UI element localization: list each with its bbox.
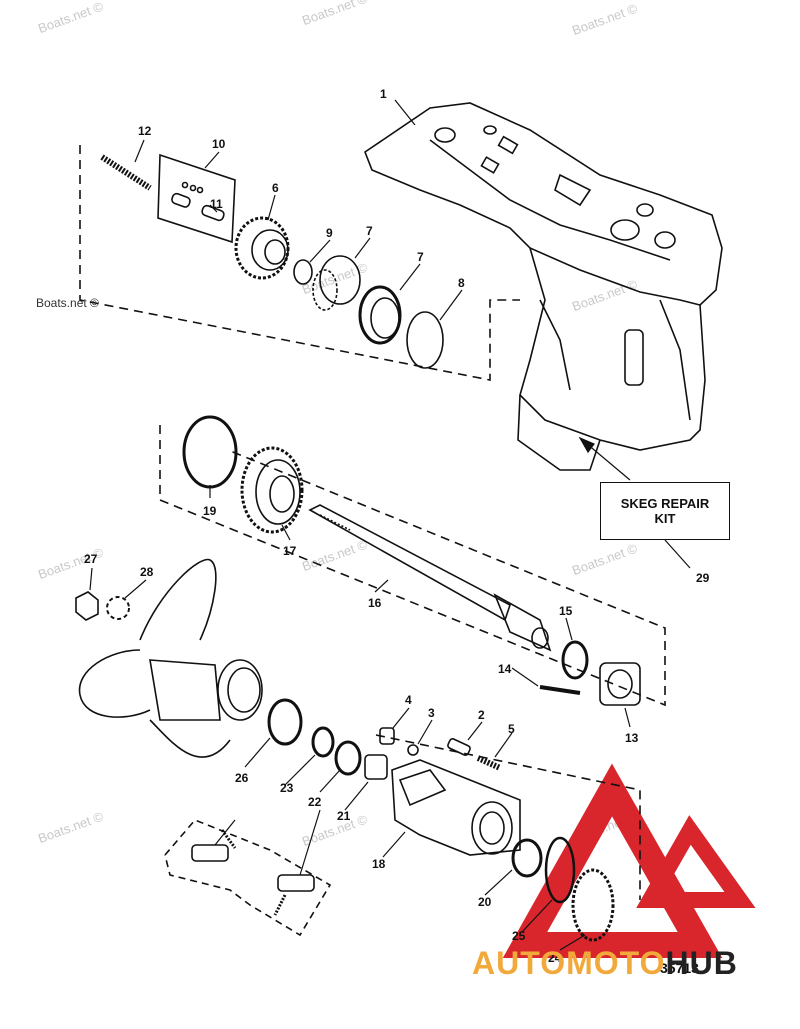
- callout: 28: [140, 565, 154, 579]
- part-clutch-13: [599, 662, 641, 706]
- part-spring-5: [476, 755, 502, 771]
- callout: 9: [326, 226, 333, 240]
- callout: 11: [210, 197, 223, 211]
- part-bearing-20: [511, 838, 543, 878]
- figure-number: 35713: [660, 960, 699, 976]
- callout: 23: [280, 781, 294, 795]
- callout: 19: [203, 504, 217, 518]
- part-gear-6: [234, 216, 290, 280]
- callout: 24: [548, 951, 562, 965]
- skeg-label-line1: SKEG REPAIR: [620, 496, 710, 511]
- callout: 4: [405, 693, 412, 707]
- callout: 2: [478, 708, 485, 722]
- callout: 18: [372, 857, 386, 871]
- callout: 8: [458, 276, 465, 290]
- part-bearing-carrier-18: [391, 759, 521, 856]
- callout: 27: [84, 552, 98, 566]
- skeg-repair-kit-label: SKEG REPAIR KIT: [600, 482, 730, 540]
- logo-text-part1: AUTOMOTO: [472, 945, 666, 981]
- callout: 1: [380, 87, 387, 101]
- callout: 12: [138, 124, 152, 138]
- callout: 3: [428, 706, 435, 720]
- callout: 17: [283, 544, 297, 558]
- logo-text-part2: HUB: [665, 945, 738, 981]
- callout: 10: [212, 137, 226, 151]
- part-washer-28: [106, 596, 130, 620]
- callout: 21: [337, 809, 351, 823]
- part-pin-14: [539, 685, 581, 695]
- dashed-group-upper: [79, 145, 520, 381]
- callout-labels: 1 12 10 11 6 9 7 7 8 19 17 16 15 14 13 2…: [84, 87, 710, 965]
- part-oring-19: [182, 415, 238, 489]
- part-bearing-23: [311, 726, 335, 758]
- logo-triangle-mark: [502, 763, 756, 958]
- callout: 20: [478, 895, 492, 909]
- callout: 7: [417, 250, 424, 264]
- part-oring-25: [544, 836, 576, 904]
- bearing-detail-23: [191, 829, 237, 862]
- part-screw-12: [100, 154, 152, 191]
- callout: 22: [308, 795, 322, 809]
- part-oring-8: [406, 311, 444, 369]
- watermark: Boats.net ©: [36, 296, 99, 310]
- dashed-group-bearings: [164, 819, 332, 937]
- part-gear-17: [240, 446, 304, 534]
- part-nut-27: [75, 591, 99, 621]
- part-bearing-7a: [312, 255, 361, 311]
- automotohub-logo: AUTOMOTOHUB: [472, 945, 738, 982]
- part-thrust-hub-26: [267, 698, 303, 746]
- part-seal-22: [334, 740, 362, 776]
- callout: 5: [508, 722, 515, 736]
- callout: 13: [625, 731, 639, 745]
- skeg-label-line2: KIT: [654, 511, 676, 526]
- dashed-group-middle: [159, 425, 666, 707]
- callout: 25: [512, 929, 526, 943]
- part-detent-2: [447, 738, 471, 756]
- part-race-15: [561, 640, 589, 680]
- part-plate-10-11: [157, 153, 236, 244]
- leader-lines: [89, 99, 691, 951]
- part-bearing-9: [293, 259, 313, 285]
- part-cup-7b: [358, 285, 402, 345]
- callout: 15: [559, 604, 573, 618]
- part-ball-3: [407, 744, 419, 756]
- part-ring-24: [571, 868, 615, 942]
- callout: 7: [366, 224, 373, 238]
- callout: 6: [272, 181, 279, 195]
- callout: 29: [696, 571, 710, 585]
- callout: 14: [498, 662, 512, 676]
- part-bearing-21: [364, 754, 388, 780]
- bearing-detail-22: [273, 874, 315, 916]
- callout: 26: [235, 771, 249, 785]
- part-shaft-16: [308, 504, 552, 652]
- part-roller-4: [379, 727, 395, 745]
- gearcase-housing: [364, 102, 723, 471]
- callout: 16: [368, 596, 382, 610]
- propeller: [78, 558, 263, 758]
